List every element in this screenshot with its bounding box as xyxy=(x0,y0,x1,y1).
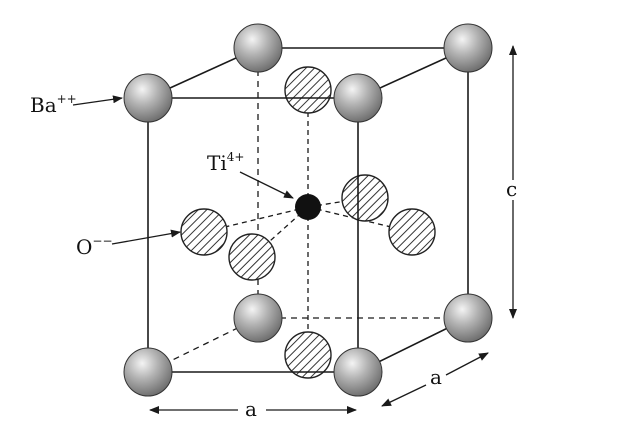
oxygen-atom-back xyxy=(341,174,389,222)
barium-label: Ba++ xyxy=(30,92,77,117)
dimension-a-front-label: a xyxy=(245,397,257,421)
barium-atom-front-top-right xyxy=(333,73,383,123)
oxygen-pointer-arrow xyxy=(111,229,181,245)
barium-atom-front-top-left xyxy=(123,73,173,123)
titanium-pointer-arrow xyxy=(239,171,294,199)
titanium-label: Ti4+ xyxy=(207,150,244,175)
oxygen-atom-front xyxy=(228,233,276,281)
titanium-atom xyxy=(295,194,321,220)
dimension-a-side-label: a xyxy=(430,365,442,389)
oxygen-atom-right xyxy=(388,208,436,256)
barium-pointer-arrow xyxy=(72,95,123,106)
oxygen-label: O−− xyxy=(76,234,113,259)
barium-atom-front-bottom-left xyxy=(123,347,173,397)
dimension-c-label: c xyxy=(506,177,517,201)
barium-atom-back-bottom-left xyxy=(233,293,283,343)
barium-atom-back-bottom-right xyxy=(443,293,493,343)
barium-atom-front-bottom-right xyxy=(333,347,383,397)
oxygen-atom-left xyxy=(180,208,228,256)
dimension-a-side-arrow-down xyxy=(381,384,427,407)
barium-atom-back-top-left xyxy=(233,23,283,73)
oxygen-atom-top xyxy=(284,66,332,114)
oxygen-atom-bottom xyxy=(284,331,332,379)
barium-atom-back-top-right xyxy=(443,23,493,73)
dimension-a-side-arrow-up xyxy=(445,352,489,376)
